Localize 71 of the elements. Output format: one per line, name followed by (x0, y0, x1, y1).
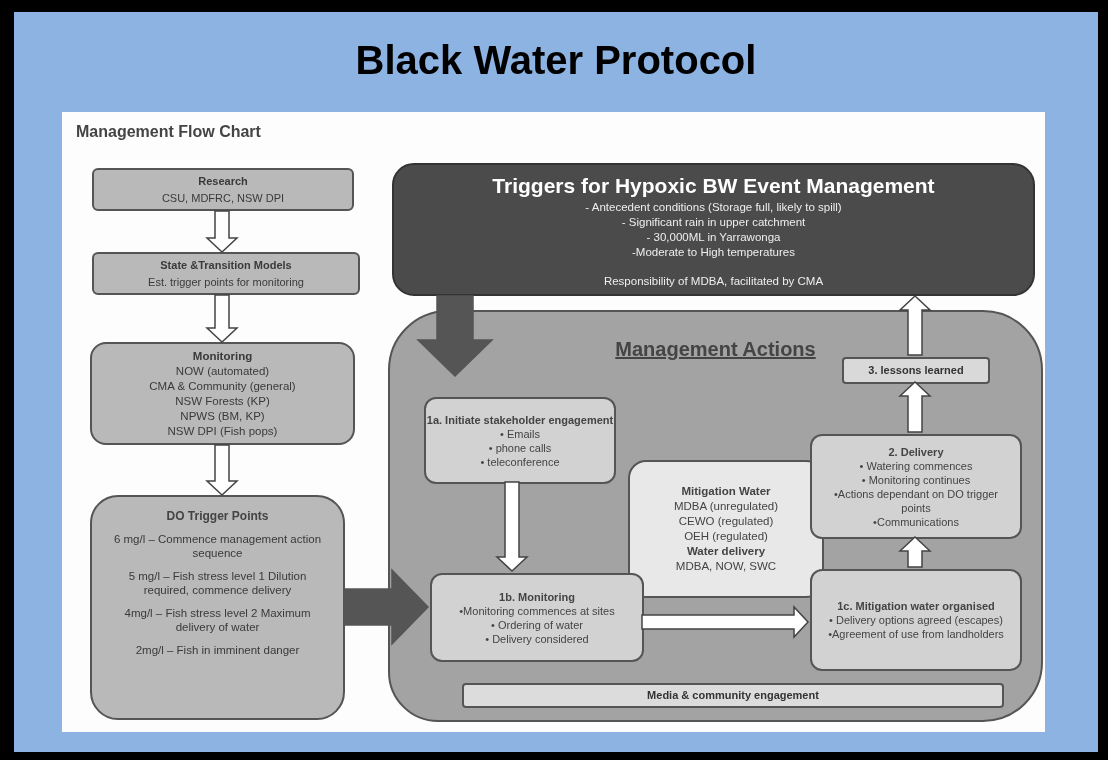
box-heading: Media & community engagement (647, 688, 819, 704)
box-text: •Communications (873, 514, 959, 529)
box-heading: DO Trigger Points (166, 509, 269, 523)
process-box (92, 168, 354, 211)
box-text: 5 mg/l – Fish stress level 1 Dilution required, commence delivery (127, 569, 308, 597)
process-box (810, 569, 1022, 671)
box-heading: Water delivery (686, 544, 766, 559)
engagement-bar (462, 683, 1004, 708)
block-arrow (416, 295, 494, 378)
process-box (90, 342, 355, 445)
box-text: • Watering commences (859, 458, 973, 473)
box-text: - Antecedent conditions (Storage full, likely to spill) (585, 200, 842, 215)
box-text: • Ordering of water (491, 617, 583, 632)
box-heading: 1a. Initiate stakeholder engagement (426, 412, 614, 427)
block-arrow (495, 481, 529, 573)
box-heading: Mitigation Water (681, 484, 771, 499)
box-text: 2mg/l – Fish in imminent danger (135, 643, 300, 657)
box-text: -Moderate to High temperatures (632, 245, 795, 260)
process-box (92, 252, 360, 295)
box-heading: State &Transition Models (160, 258, 292, 273)
box-text: CSU, MDFRC, NSW DPI (161, 190, 285, 206)
box-text: 4mg/l – Fish stress level 2 Maximum delivery of water (123, 606, 312, 634)
block-arrow (898, 380, 932, 433)
box-text: CEWO (regulated) (678, 514, 774, 529)
box-text: NOW (automated) (175, 363, 270, 379)
box-text: • Delivery considered (485, 631, 589, 646)
box-text: • teleconference (480, 454, 560, 469)
block-arrow (344, 568, 430, 646)
box-heading: Monitoring (192, 348, 253, 364)
box-text: MDBA, NOW, SWC (675, 559, 777, 574)
box-text: NSW DPI (Fish pops) (167, 423, 278, 439)
block-arrow (205, 444, 239, 497)
box-text: Responsibility of MDBA, facilitated by CMA (603, 274, 824, 289)
process-box (430, 573, 644, 662)
box-text: - Significant rain in upper catchment (621, 215, 806, 230)
box-text: - 30,000ML in Yarrawonga (646, 230, 781, 245)
box-text: •Agreement of use from landholders (828, 627, 1004, 641)
block-arrow (898, 535, 932, 568)
block-arrow (898, 294, 932, 356)
block-arrow (205, 210, 239, 254)
box-text: MDBA (unregulated) (673, 499, 779, 514)
box-heading: 1c. Mitigation water organised (837, 599, 995, 613)
box-heading: 3. lessons learned (868, 363, 964, 379)
box-heading: Triggers for Hypoxic BW Event Management (492, 173, 935, 199)
container-panel (388, 310, 1043, 722)
box-text: • phone calls (488, 440, 552, 455)
process-box (810, 434, 1022, 539)
box-text: • Delivery options agreed (escapes) (829, 613, 1003, 627)
box-heading: Research (198, 174, 248, 189)
box-text: NSW Forests (KP) (175, 393, 270, 409)
box-heading: 2. Delivery (888, 444, 944, 459)
box-text: • Monitoring continues (861, 472, 971, 487)
block-arrow (205, 294, 239, 344)
block-arrow (641, 605, 810, 639)
box-text: CMA & Community (general) (149, 378, 296, 394)
box-text: NPWS (BM, KP) (180, 408, 265, 424)
box-heading: Management Actions (615, 337, 816, 362)
process-box (628, 460, 824, 598)
step-box (842, 357, 990, 384)
box-text: •Actions dependant on DO trigger points (832, 486, 1000, 515)
process-box (424, 397, 616, 484)
process-box (90, 495, 345, 720)
box-text: OEH (regulated) (684, 529, 768, 544)
box-text: • Emails (500, 426, 540, 441)
box-text: •Monitoring commences at sites (459, 603, 615, 618)
box-text: Est. trigger points for monitoring (148, 274, 304, 290)
box-text: 6 mg/l – Commence management action sequence (112, 532, 323, 560)
trigger-banner (392, 163, 1035, 296)
box-heading: 1b. Monitoring (499, 589, 575, 604)
title: Black Water Protocol (354, 37, 758, 84)
chart-subtitle: Management Flow Chart (76, 122, 261, 142)
